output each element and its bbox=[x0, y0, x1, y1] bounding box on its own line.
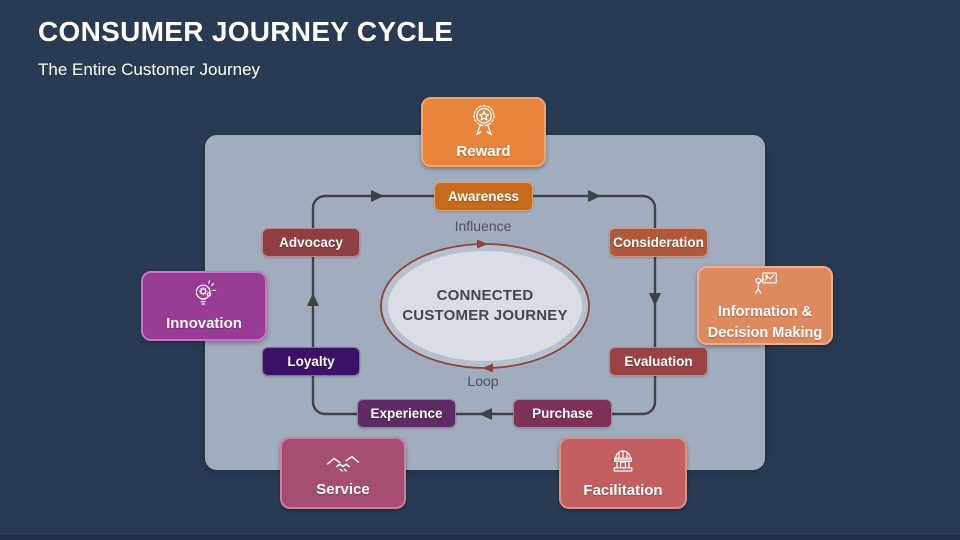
callout-information-label-line1: Information & bbox=[717, 303, 813, 320]
step-purchase: Purchase bbox=[513, 399, 612, 428]
callout-service-label: Service bbox=[316, 480, 370, 498]
kiosk-icon bbox=[607, 447, 639, 479]
callout-facilitation: Facilitation bbox=[559, 437, 687, 509]
step-advocacy: Advocacy bbox=[262, 228, 360, 257]
idea-gear-icon bbox=[188, 279, 220, 312]
callout-information-decision-making: Information & Decision Making bbox=[697, 266, 833, 345]
presentation-icon bbox=[750, 270, 780, 300]
callout-reward-label: Reward bbox=[456, 142, 511, 160]
slide-bottom-edge bbox=[0, 535, 960, 540]
step-evaluation: Evaluation bbox=[609, 347, 708, 376]
step-loyalty: Loyalty bbox=[262, 347, 360, 376]
medal-icon bbox=[466, 104, 502, 140]
influence-label: Influence bbox=[454, 218, 512, 234]
step-consideration: Consideration bbox=[609, 228, 708, 257]
callout-facilitation-label: Facilitation bbox=[583, 481, 663, 499]
callout-service: Service bbox=[280, 437, 406, 509]
page-title: CONSUMER JOURNEY CYCLE bbox=[38, 16, 454, 47]
loop-label: Loop bbox=[467, 373, 499, 389]
center-label-line1: CONNECTED bbox=[436, 287, 534, 304]
center-label-line2: CUSTOMER JOURNEY bbox=[402, 307, 568, 324]
step-experience: Experience bbox=[357, 399, 456, 428]
callout-innovation-label: Innovation bbox=[166, 314, 242, 332]
handshake-icon bbox=[325, 448, 361, 478]
step-awareness: Awareness bbox=[434, 182, 533, 211]
page-subtitle: The Entire Customer Journey bbox=[38, 60, 261, 79]
center-label: CONNECTED CUSTOMER JOURNEY bbox=[380, 286, 590, 326]
callout-information-label-line2: Decision Making bbox=[707, 324, 823, 341]
callout-reward: Reward bbox=[421, 97, 546, 167]
callout-innovation: Innovation bbox=[141, 271, 267, 341]
